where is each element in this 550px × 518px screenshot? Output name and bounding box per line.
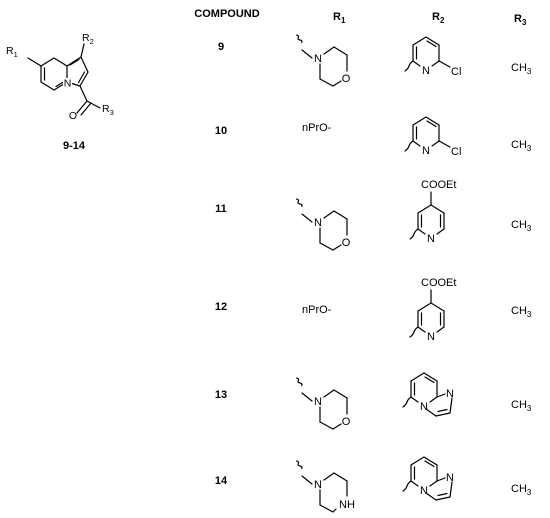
core-n-atom: N [64,78,72,90]
r3-column: CH3 CH3 CH3 CH3 CH3 CH3 [511,62,532,497]
core-o-atom: O [69,110,77,122]
table-header: COMPOUND R1 R2 R3 [194,8,527,27]
r1-morpholine: N O [295,34,351,87]
r2-imidazopyridine: N N [402,456,454,501]
r1-piperazine: N NH [295,460,355,513]
compound-number: 11 [215,203,227,215]
bridgehead-n-atom: N [420,485,428,497]
imidazole-n-atom: N [446,388,454,400]
pyridine-n-atom: N [427,331,435,343]
compound-number: 9 [218,41,224,53]
compound-column: 9 10 11 12 13 14 [215,41,228,487]
r2-ester-pyridine: COOEt N [409,179,456,245]
compound-number: 14 [215,475,228,487]
morpholine-n-atom: N [314,53,322,65]
r3-value: CH3 [511,305,532,319]
chloro-atom: Cl [451,146,461,158]
header-r3: R3 [514,13,527,27]
piperazine-n-atom: N [314,479,322,491]
pyridine-n-atom: N [427,233,435,245]
morpholine-o-atom: O [342,73,351,85]
r1-npro: nPrO- [302,122,332,134]
pyridine-n-atom: N [422,65,430,77]
morpholine-n-atom: N [314,217,322,229]
header-compound: COMPOUND [194,8,259,20]
r3-value: CH3 [511,483,532,497]
chloro-atom: Cl [451,66,461,78]
core-r3-label: R3 [102,103,114,117]
r1-morpholine: N O [295,377,351,430]
core-bonds [27,43,101,116]
header-r2: R2 [432,11,445,25]
r2-chloropyridine: N Cl [404,116,461,158]
header-r1: R1 [333,11,346,25]
morpholine-o-atom: O [342,237,351,249]
bridgehead-n-atom: N [420,401,428,413]
r2-imidazopyridine: N N [402,372,454,417]
piperazine-nh-atom: NH [339,499,355,511]
r2-ester-pyridine: COOEt N [409,277,456,343]
r1-morpholine: N O [295,198,351,251]
morpholine-n-atom: N [314,396,322,408]
r3-value: CH3 [511,399,532,413]
core-r2-label: R2 [82,32,94,46]
core-compound-range: 9-14 [63,140,86,152]
imidazole-n-atom: N [446,472,454,484]
r2-chloropyridine: N Cl [404,36,461,78]
morpholine-o-atom: O [342,416,351,428]
compound-number: 12 [215,301,227,313]
pyridine-n-atom: N [422,145,430,157]
compound-number: 10 [215,125,227,137]
r3-value: CH3 [511,139,532,153]
core-r1-label: R1 [6,45,18,59]
r3-value: CH3 [511,219,532,233]
core-scaffold: N O R1 R2 R3 9-14 [6,32,114,152]
ester-label: COOEt [421,179,456,191]
r1-npro: nPrO- [302,304,332,316]
compound-number: 13 [215,389,227,401]
r3-value: CH3 [511,62,532,76]
ester-label: COOEt [421,277,456,289]
